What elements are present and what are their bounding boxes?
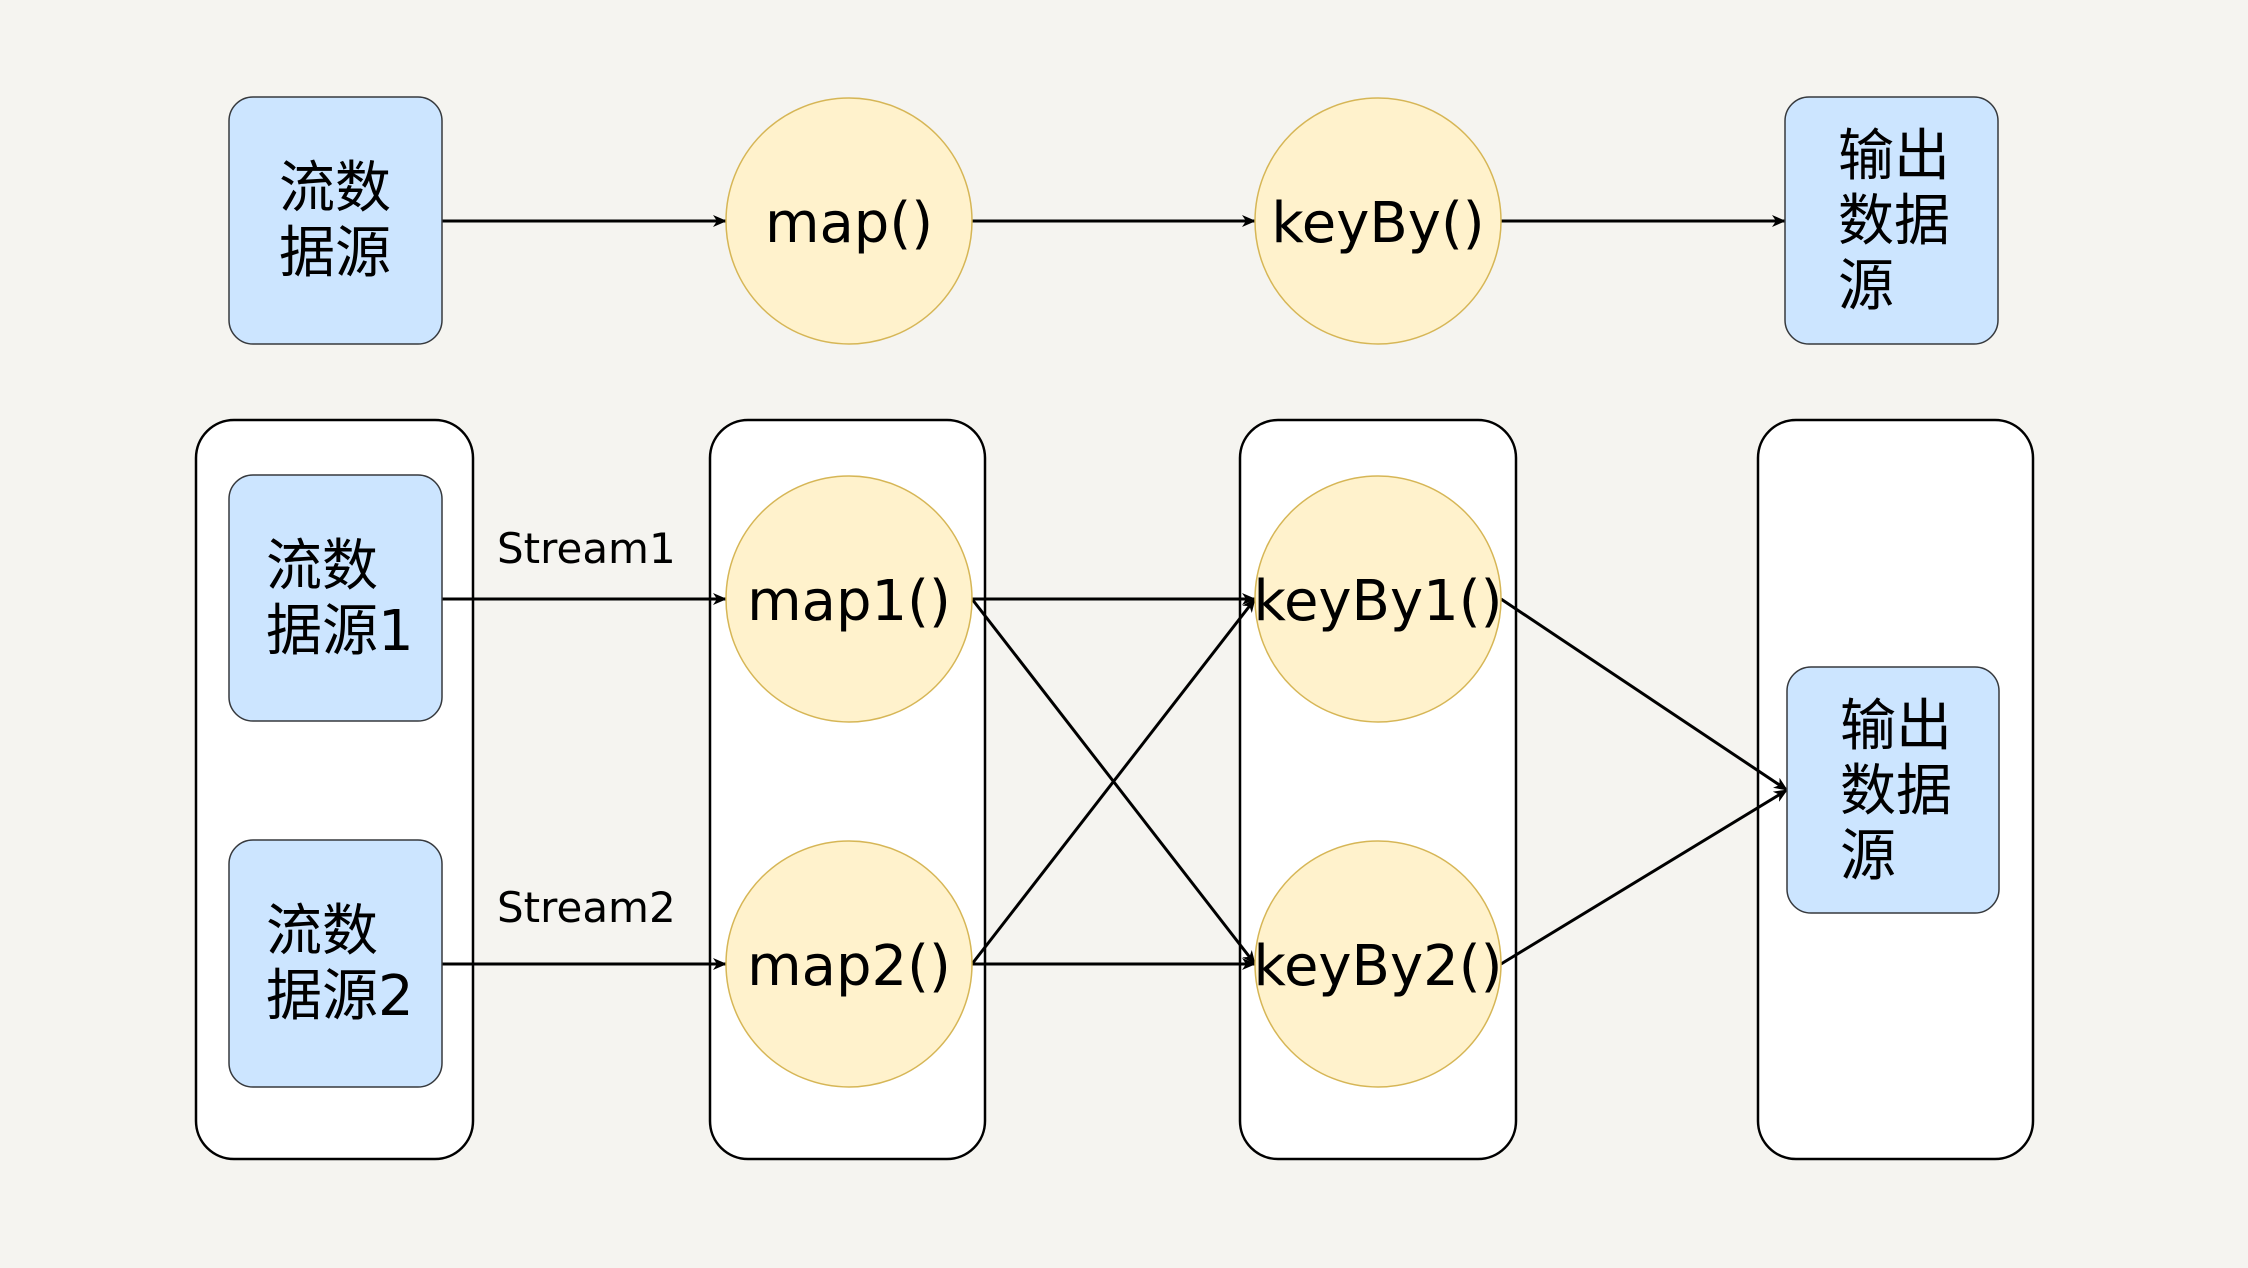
- sink-label-line3: 源: [1838, 254, 1894, 319]
- source1-label-line2: 据源1: [266, 599, 414, 664]
- map2-label: map2(): [747, 934, 951, 999]
- keyby2-node: keyBy2(): [1254, 840, 1503, 1088]
- edge-key1-to-sink2: [1500, 597, 1788, 792]
- stream1-label: Stream1: [497, 524, 676, 573]
- sink2-label-line1: 输出: [1840, 694, 1952, 759]
- sink2-node: 输出 数据 源: [1786, 666, 2000, 914]
- map-node: map(): [725, 97, 973, 345]
- source1-label-line1: 流数: [266, 534, 378, 599]
- edges: [442, 215, 1788, 970]
- sink-label-line1: 输出: [1838, 124, 1950, 189]
- map1-label: map1(): [747, 569, 951, 634]
- keyby-node: keyBy(): [1254, 97, 1502, 345]
- edge-key2-to-sink2: [1500, 788, 1788, 966]
- source2-node: 流数 据源2: [228, 839, 443, 1088]
- map2-node: map2(): [725, 840, 973, 1088]
- keyby-label: keyBy(): [1271, 191, 1484, 256]
- source2-label-line2: 据源2: [266, 964, 414, 1029]
- keyby1-label: keyBy1(): [1254, 569, 1503, 634]
- sink-node: 输出 数据 源: [1784, 96, 1999, 345]
- sink2-label-line2: 数据: [1840, 759, 1952, 824]
- keyby2-label: keyBy2(): [1254, 934, 1503, 999]
- source1-node: 流数 据源1: [228, 474, 443, 722]
- stream2-label: Stream2: [497, 883, 676, 932]
- keyby1-node: keyBy1(): [1254, 475, 1503, 723]
- sink2-label-line3: 源: [1840, 824, 1896, 889]
- source-label-line1: 流数: [279, 156, 391, 221]
- sink-label-line2: 数据: [1838, 189, 1950, 254]
- source-label-line2: 据源: [279, 221, 391, 286]
- edge-map2-to-key1: [970, 598, 1257, 965]
- source-node: 流数 据源: [228, 96, 443, 345]
- map1-node: map1(): [725, 475, 973, 723]
- source2-label-line1: 流数: [266, 899, 378, 964]
- map-label: map(): [765, 191, 933, 256]
